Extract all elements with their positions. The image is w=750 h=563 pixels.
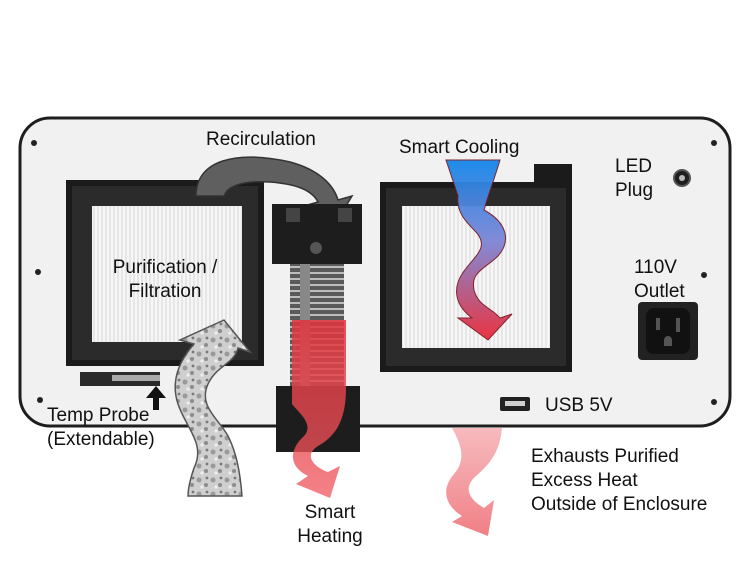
smart-cooling-label: Smart Cooling [399, 137, 520, 158]
usb-label: USB 5V [545, 395, 613, 416]
led-plug-line-2: Plug [615, 180, 654, 201]
exhaust-flow [446, 428, 502, 536]
outlet-label: 110V Outlet [634, 256, 685, 304]
recirculation-label: Recirculation [206, 129, 316, 150]
exhausts-label: Exhausts Purified Excess Heat Outside of… [531, 445, 707, 517]
outlet-line-2: Outlet [634, 281, 685, 302]
temp-probe-line-1: Temp Probe [47, 405, 150, 426]
exhausts-line-1: Exhausts Purified [531, 446, 679, 467]
purification-line-1: Purification / [112, 257, 218, 278]
exhausts-line-3: Outside of Enclosure [531, 494, 708, 515]
smart-heating-line-1: Smart [304, 502, 356, 523]
screw [711, 140, 717, 146]
heating-flow [292, 320, 346, 498]
exhausts-line-2: Excess Heat [531, 470, 638, 491]
screw [701, 272, 707, 278]
screw [711, 399, 717, 405]
temp-probe-label: Temp Probe (Extendable) [47, 404, 155, 452]
screw [37, 397, 43, 403]
left-filter-media [92, 206, 242, 342]
cooling-flow [445, 159, 513, 341]
probe-up-arrow [146, 386, 166, 410]
led-plug-label: LED Plug [615, 155, 653, 203]
screw [31, 140, 37, 146]
screw [35, 269, 41, 275]
purification-line-2: Filtration [128, 281, 202, 302]
smart-heating-line-2: Heating [297, 526, 363, 547]
temp-probe-line-2: (Extendable) [47, 429, 155, 450]
led-plug-line-1: LED [615, 156, 652, 177]
outlet-line-1: 110V [634, 257, 677, 278]
purification-label: Purification / Filtration [95, 256, 235, 304]
smart-heating-label: Smart Heating [285, 501, 375, 549]
intake-flow [174, 319, 253, 497]
